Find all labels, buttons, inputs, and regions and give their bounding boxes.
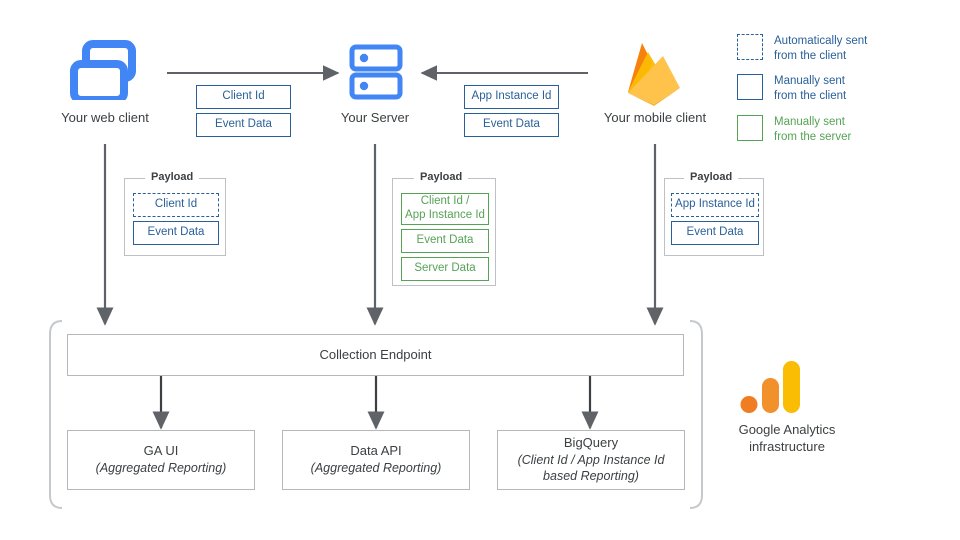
server-node [349,44,403,102]
server-icon [349,44,403,100]
server-payload-group: Payload Client Id / App Instance Id Even… [392,171,496,286]
mobile-payload-group: Payload App Instance Id Event Data [664,171,764,256]
legend-item-manual-server: Manually sent from the server [737,115,851,145]
mobile-client-node [618,38,692,108]
web-client-icon [70,40,136,100]
server-payload-item-event-data: Event Data [401,229,489,253]
legend-swatch-solid-blue [737,74,763,100]
output-box-data-api: Data API (Aggregated Reporting) [282,430,470,490]
server-payload-title: Payload [414,171,469,183]
web-payload-title: Payload [145,171,200,183]
output-bigquery-name: BigQuery [563,435,619,451]
legend-label-manual-client: Manually sent from the client [774,75,847,103]
web-payload-item-client-id: Client Id [133,193,219,217]
web-payload-group: Payload Client Id Event Data [124,171,226,256]
output-box-ga-ui: GA UI (Aggregated Reporting) [67,430,255,490]
mobile-payload-title: Payload [684,171,739,183]
google-analytics-infrastructure: Google Analytics infrastructure [707,360,867,454]
server-label: Your Server [340,110,410,125]
output-data-api-name: Data API [350,443,402,459]
transit-mobile-event-data: Event Data [464,113,559,137]
firebase-icon [628,43,680,106]
legend-label-auto-client: Automatically sent from the client [774,35,868,63]
output-bigquery-sub: (Client Id / App Instance Id based Repor… [517,453,665,484]
legend-swatch-solid-green [737,115,763,141]
legend-swatch-dashed-blue [737,34,763,60]
mobile-client-label: Your mobile client [603,110,707,125]
mobile-payload-item-event-data: Event Data [671,221,759,245]
transit-web-client-id: Client Id [196,85,291,109]
google-analytics-infrastructure-label: Google Analytics infrastructure [738,422,836,454]
output-box-bigquery: BigQuery (Client Id / App Instance Id ba… [497,430,685,490]
legend-label-manual-server: Manually sent from the server [774,116,852,144]
transit-mobile-app-instance-id: App Instance Id [464,85,559,109]
collection-endpoint-box: Collection Endpoint [67,334,684,376]
legend-item-manual-client: Manually sent from the client [737,74,846,104]
output-ga-ui-name: GA UI [143,443,179,459]
legend-item-auto-client: Automatically sent from the client [737,34,867,64]
server-payload-item-server-data: Server Data [401,257,489,281]
output-ga-ui-sub: (Aggregated Reporting) [95,461,227,476]
output-data-api-sub: (Aggregated Reporting) [310,461,442,476]
web-payload-item-event-data: Event Data [133,221,219,245]
collection-endpoint-label: Collection Endpoint [319,346,432,362]
google-analytics-logo [740,361,800,413]
server-payload-item-id: Client Id / App Instance Id [401,193,489,225]
mobile-payload-item-app-instance-id: App Instance Id [671,193,759,217]
web-client-label: Your web client [61,110,149,125]
transit-web-event-data: Event Data [196,113,291,137]
web-client-node [62,38,150,100]
